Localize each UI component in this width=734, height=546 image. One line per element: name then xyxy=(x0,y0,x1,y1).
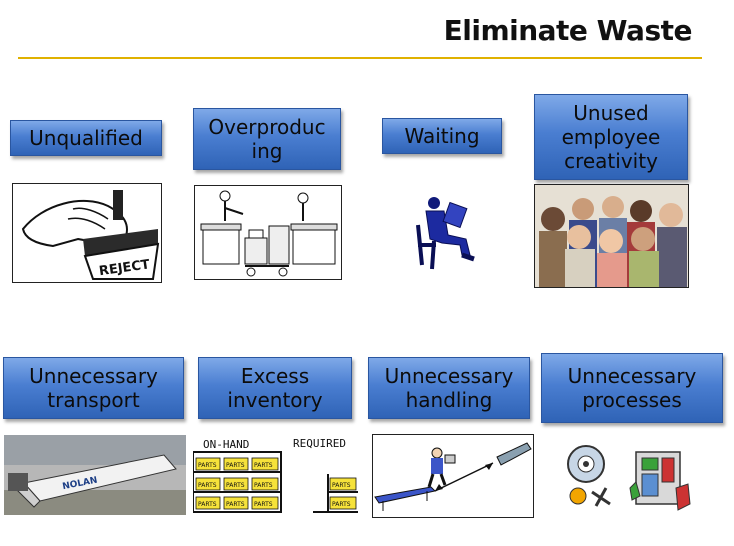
parts-box-label: PARTS xyxy=(198,482,217,489)
parts-box-label: PARTS xyxy=(226,482,245,489)
label-text: Unnecessary transport xyxy=(29,364,158,412)
handling-conveyor-icon xyxy=(374,442,532,511)
required-label: REQUIRED xyxy=(293,437,346,450)
parts-box-label: PARTS xyxy=(254,501,273,508)
overproduction-image xyxy=(194,185,342,280)
parts-box-label: PARTS xyxy=(198,501,217,508)
label-unnecessary-transport: Unnecessary transport xyxy=(3,357,184,419)
label-unnecessary-handling: Unnecessary handling xyxy=(368,357,530,419)
group-photo-icon xyxy=(535,185,688,287)
parts-box-label: PARTS xyxy=(226,462,245,469)
process-machines-icon xyxy=(567,445,691,511)
parts-box-label: PARTS xyxy=(198,462,217,469)
label-unnecessary-processes: Unnecessary processes xyxy=(541,353,723,423)
inventory-shelves-icon: PARTS PARTS PARTS PARTS PARTS PARTS PARTS PARTS… xyxy=(193,451,358,513)
label-unqualified: Unqualified xyxy=(10,120,162,156)
label-excess-inventory: Excess inventory xyxy=(198,357,352,419)
parts-box-label: PARTS xyxy=(254,482,273,489)
label-text: Unnecessary processes xyxy=(567,364,697,412)
label-text: Overproduc ing xyxy=(208,115,326,163)
label-text: Waiting xyxy=(404,124,480,148)
reject-text: REJECT xyxy=(98,257,151,279)
parts-box-label: PARTS xyxy=(332,482,351,489)
on-hand-label: ON-HAND xyxy=(203,438,250,451)
overproduction-workers-icon xyxy=(200,190,338,277)
label-overproducing: Overproduc ing xyxy=(193,108,341,170)
parts-box-label: PARTS xyxy=(226,501,245,508)
handling-image xyxy=(372,434,534,518)
reject-stamp-image: REJECT xyxy=(12,183,162,283)
label-text: Unused employee creativity xyxy=(561,101,661,173)
group-photo-image xyxy=(534,184,689,288)
label-unused-creativity: Unused employee creativity xyxy=(534,94,688,180)
label-text: Excess inventory xyxy=(227,364,323,412)
parts-box-label: PARTS xyxy=(254,462,273,469)
waiting-person-icon xyxy=(416,197,475,270)
processes-image xyxy=(566,444,698,516)
label-waiting: Waiting xyxy=(382,118,502,154)
page-title: Eliminate Waste xyxy=(443,14,693,47)
parts-box-label: PARTS xyxy=(332,501,351,508)
label-text: Unqualified xyxy=(29,126,143,150)
reject-stamp-icon: REJECT xyxy=(21,190,160,280)
waiting-image xyxy=(408,195,488,275)
title-divider xyxy=(18,57,702,59)
truck-image: NOLAN xyxy=(4,435,186,515)
truck-accident-icon: NOLAN xyxy=(4,435,186,515)
label-text: Unnecessary handling xyxy=(384,364,514,412)
